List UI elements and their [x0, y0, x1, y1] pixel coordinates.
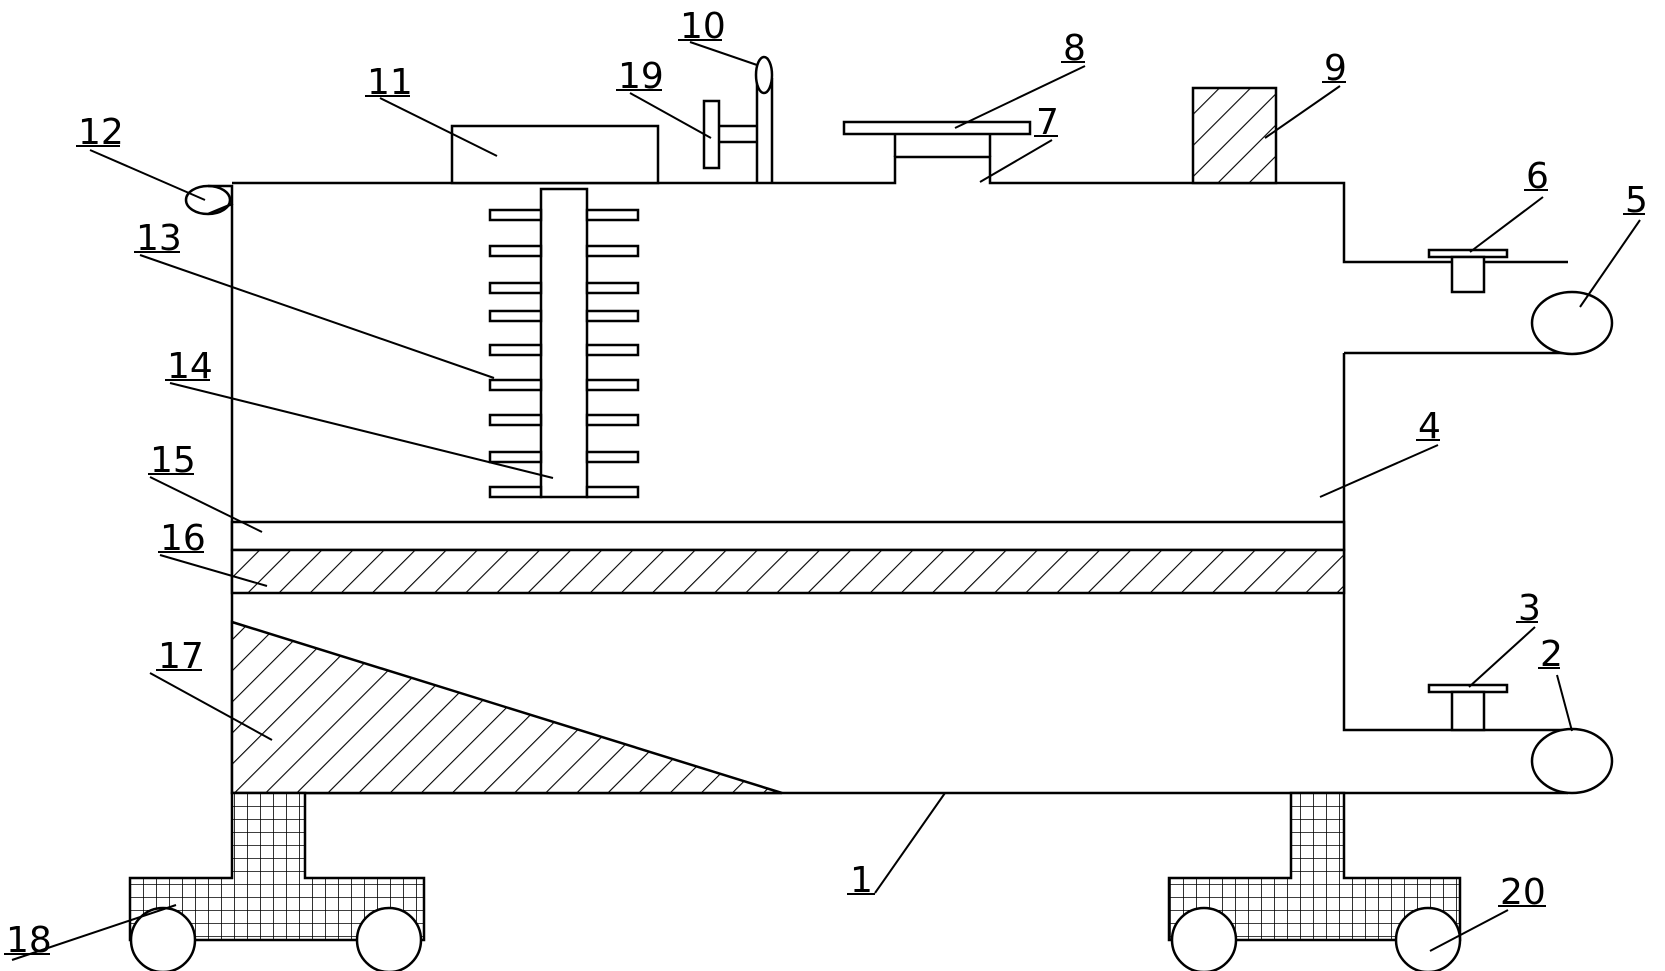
- label-4: 4: [1418, 406, 1441, 447]
- left-wheel-1: [129, 906, 197, 971]
- label-6: 6: [1526, 156, 1549, 197]
- sloped-bottom-17: [230, 620, 783, 795]
- outlet-pipe-2: [1530, 727, 1614, 795]
- motor-11: [450, 124, 660, 185]
- filter-plate-15: [230, 520, 1346, 552]
- block-9: [1191, 86, 1278, 185]
- label-5: 5: [1625, 180, 1648, 221]
- label-2: 2: [1540, 634, 1563, 675]
- label-underlines: [4, 39, 1645, 955]
- label-1: 1: [850, 860, 873, 901]
- left-support-base-18: [128, 791, 426, 942]
- stirring-blades-13: [488, 208, 640, 499]
- inlet-pipe-12: [184, 184, 232, 216]
- valve-19: [702, 99, 757, 170]
- label-9: 9: [1324, 48, 1347, 89]
- cover-plate-8: [842, 120, 1032, 136]
- leader-lines: [11, 41, 1641, 961]
- outlet-pipe-5: [1530, 290, 1614, 356]
- label-7: 7: [1036, 102, 1059, 143]
- feed-inlet-7: [893, 134, 992, 157]
- left-wheel-2: [355, 906, 423, 971]
- wheel-20a: [1170, 906, 1238, 971]
- valve-3: [1427, 683, 1509, 732]
- stirring-shaft-14: [539, 187, 589, 499]
- label-8: 8: [1063, 28, 1086, 69]
- valve-6: [1427, 248, 1509, 294]
- label-3: 3: [1518, 588, 1541, 629]
- partition-layer-16: [230, 548, 1346, 595]
- wheel-20b: [1394, 906, 1462, 971]
- vent-pipe-10: [754, 55, 774, 183]
